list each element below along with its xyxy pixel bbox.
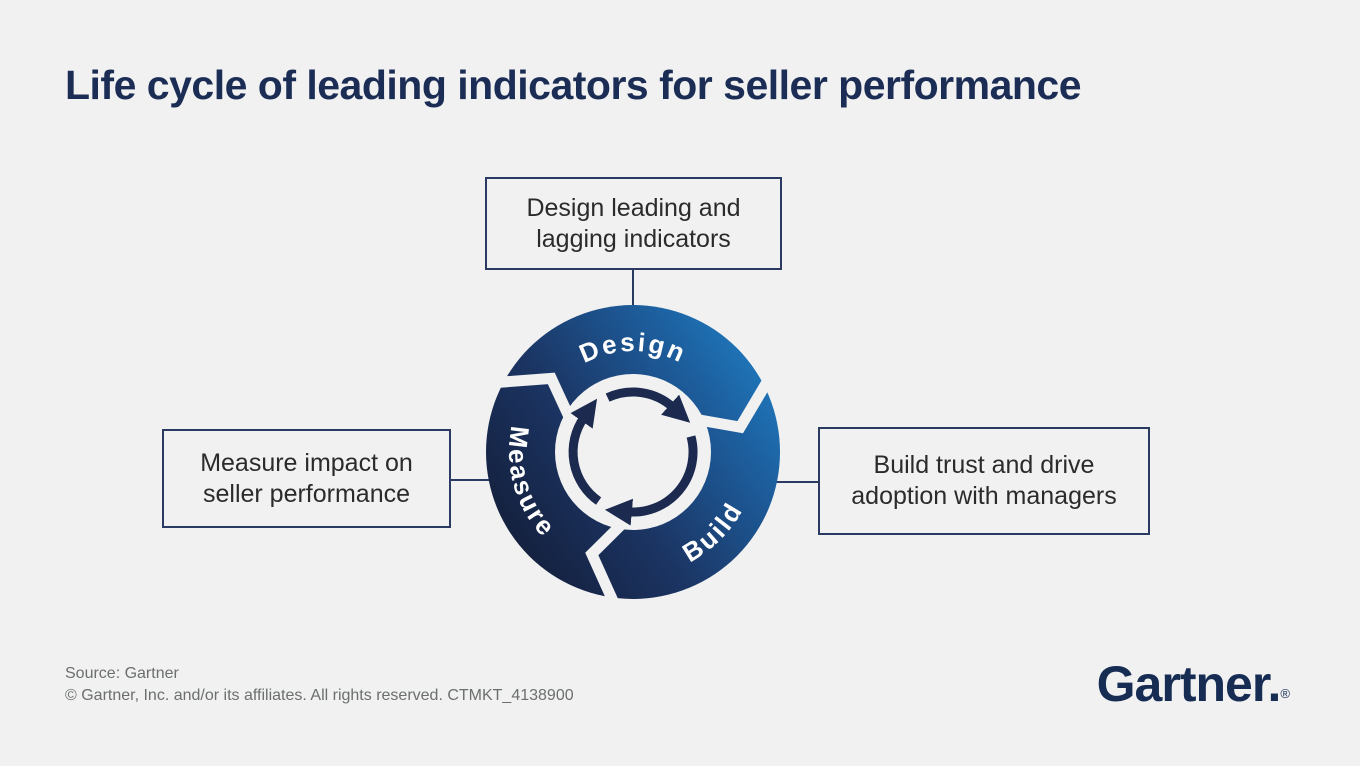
callout-design-box: Design leading and lagging indicators: [485, 177, 782, 270]
gartner-logo: Gartner.®: [1097, 655, 1290, 713]
cycle-arrow-top: [605, 387, 691, 423]
callout-build-box: Build trust and drive adoption with mana…: [818, 427, 1150, 535]
cycle-hub: [555, 374, 711, 530]
cycle-arrow-right: [604, 435, 698, 526]
callout-build-label: Build trust and drive adoption with mana…: [851, 451, 1117, 510]
gartner-logo-wordmark: Gartner.: [1096, 656, 1282, 712]
cycle-arrows: [568, 387, 698, 526]
cycle-diagram: Design Build Measure: [486, 305, 780, 607]
callout-measure-label: Measure impact on seller performance: [200, 448, 413, 508]
connector-left-line: [449, 479, 501, 481]
divider-design-build: [693, 377, 773, 434]
connector-top-line: [632, 269, 634, 306]
connector-right-line: [770, 481, 820, 483]
footer-copyright-line: © Gartner, Inc. and/or its affiliates. A…: [65, 687, 574, 704]
registered-trademark-icon: ®: [1280, 686, 1290, 701]
stage-divider-chevrons: [496, 372, 773, 607]
footer-source-block: Source: Gartner © Gartner, Inc. and/or i…: [65, 663, 574, 707]
footer-source-line: Source: Gartner: [65, 665, 179, 682]
callout-measure-box: Measure impact on seller performance: [162, 429, 451, 528]
divider-measure-design: [496, 372, 576, 423]
divider-build-measure: [585, 517, 629, 607]
callout-design-label: Design leading and lagging indicators: [526, 193, 741, 253]
page-title: Life cycle of leading indicators for sel…: [65, 62, 1082, 108]
cycle-arrow-left: [568, 398, 602, 505]
